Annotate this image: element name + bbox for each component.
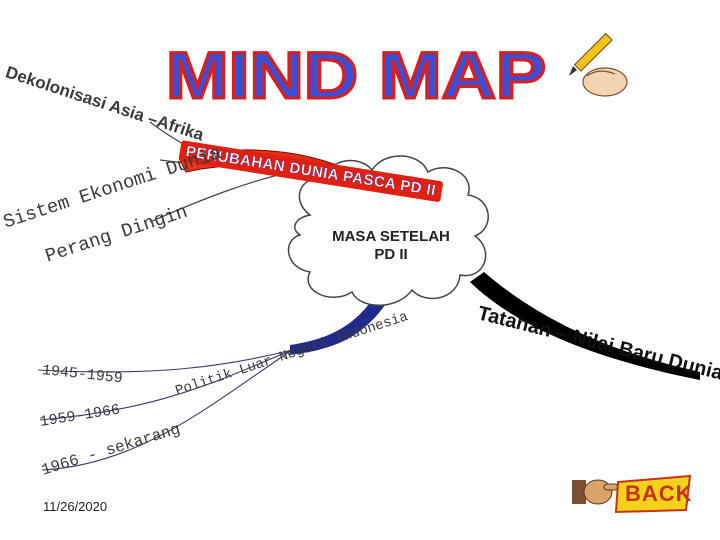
period-line-1	[37, 349, 293, 373]
back-button-bg	[614, 474, 692, 514]
hand-finger	[586, 70, 616, 77]
cuff	[572, 480, 586, 504]
period-lines	[37, 349, 293, 471]
period-line-2	[39, 349, 293, 421]
pencil-hand-icon	[569, 32, 628, 97]
back-button-shape	[614, 474, 692, 514]
navy-branch	[290, 300, 385, 355]
cloud-line-2: PD II	[374, 246, 408, 263]
cloud-label: MASA SETELAH PD II	[316, 228, 466, 264]
pointing-hand-icon	[572, 479, 619, 505]
hand-shape	[582, 67, 628, 97]
slide-date: 11/26/2020	[43, 499, 108, 514]
title: MIND MAP	[166, 38, 546, 112]
back-button-label: BACK	[625, 481, 693, 506]
black-branch	[470, 272, 700, 380]
back-button[interactable]: BACK	[615, 475, 692, 511]
cloud-line-1: MASA SETELAH	[332, 228, 450, 245]
pencil-tip	[569, 66, 577, 76]
pencil-body	[573, 32, 613, 72]
period-line-3	[41, 349, 293, 471]
